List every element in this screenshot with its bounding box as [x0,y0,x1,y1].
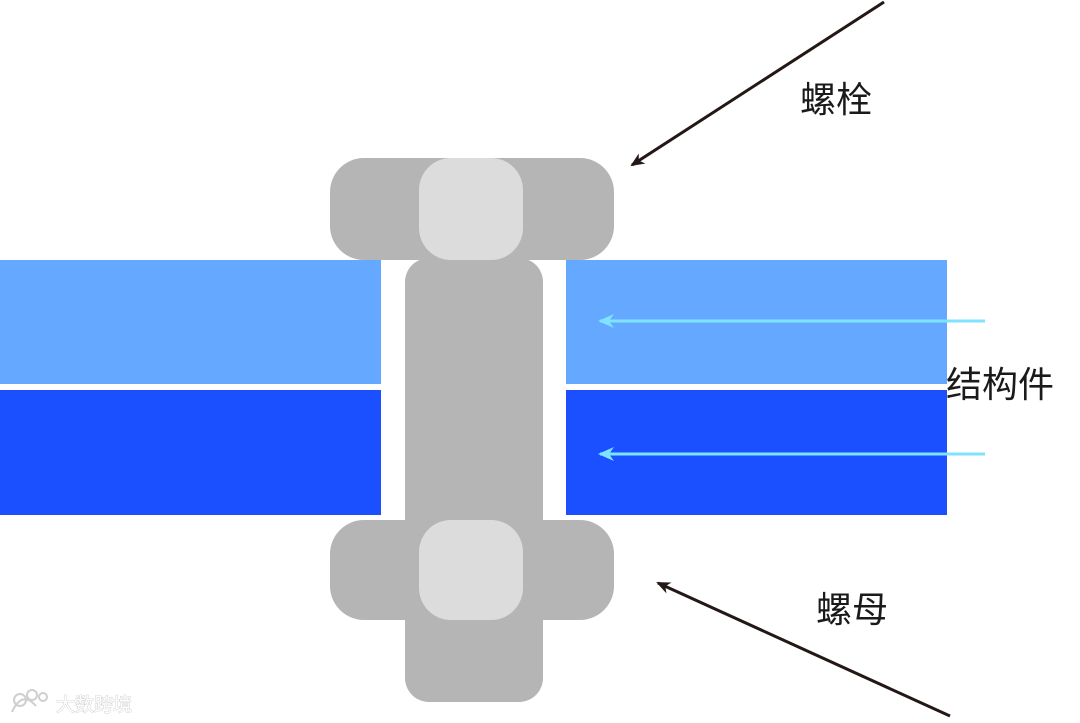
nut [330,520,614,620]
nut-label: 螺母 [816,590,888,631]
watermark-text: 大数跨境 [56,694,132,716]
bolt-label: 螺栓 [800,80,872,121]
bolt-head-face [419,158,523,260]
bolt-pointer-arrow [630,0,885,167]
lower-plate-left [0,390,381,515]
bolt-shank [405,258,543,702]
nut-face [419,520,523,620]
structural-member-label: 结构件 [946,365,1054,406]
watermark-logo-icon [11,689,48,713]
nut-pointer-arrow [656,581,951,718]
watermark: 大数跨境 [11,689,132,716]
upper-plate-left [0,260,381,384]
